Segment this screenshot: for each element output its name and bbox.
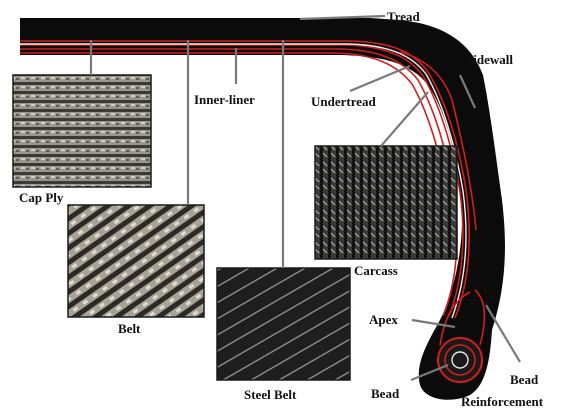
belt-photo: [68, 205, 204, 317]
label-inner-liner: Inner-liner: [194, 92, 255, 107]
label-cap-ply: Cap Ply: [19, 190, 64, 205]
label-bead: Bead: [371, 386, 400, 401]
steel-belt-photo: [217, 268, 350, 380]
label-undertread: Undertread: [311, 94, 377, 109]
label-bead-reinforcement-line1: Bead: [510, 372, 539, 387]
label-belt: Belt: [118, 321, 141, 336]
label-sidewall: Sidewall: [466, 52, 513, 67]
label-apex: Apex: [369, 312, 398, 327]
cap-ply-photo: [13, 75, 151, 187]
carcass-photo: [315, 146, 457, 259]
label-carcass: Carcass: [354, 263, 398, 278]
label-tread: Tread: [387, 9, 421, 24]
label-steel-belt: Steel Belt: [244, 387, 297, 402]
label-bead-reinforcement-line2: Reinforcement: [461, 394, 544, 409]
